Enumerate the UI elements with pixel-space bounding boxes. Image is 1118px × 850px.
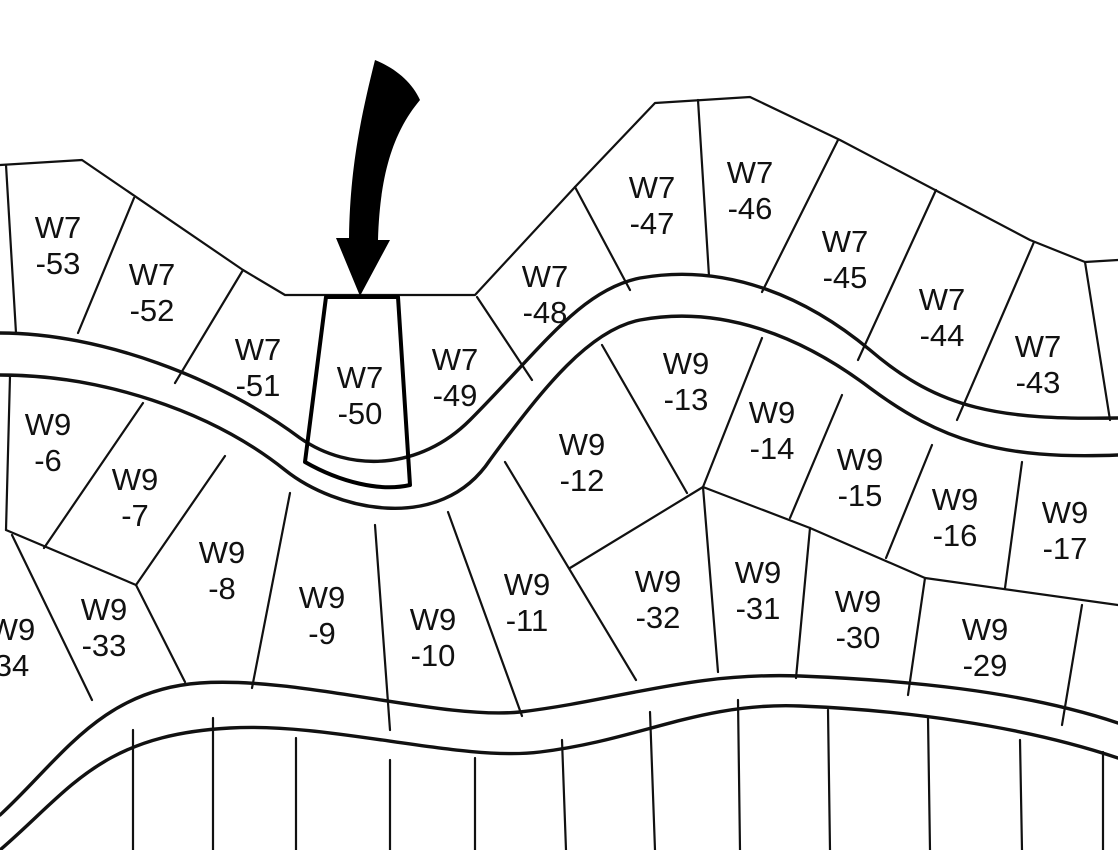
lot-label-w9-30: W9-30 [835,584,882,655]
upper-road-south-edge [0,314,1118,511]
lot-label-w9-29: W9-29 [962,612,1009,683]
lot-label-w9-10: W9-10 [410,602,457,673]
lot-label-w9-16: W9-16 [932,482,979,553]
lot-label-w9-31: W9-31 [735,555,782,626]
upper-road-north-edge [0,272,1118,463]
lot-label-w9-17: W9-17 [1042,495,1089,566]
lower-road-south-edge [0,704,1118,850]
highlighted-lot-outline [303,295,412,490]
lot-label-w7-45: W7-45 [822,224,869,295]
lot-label-w9-9: W9-9 [299,580,346,651]
lot-label-w9-15: W9-15 [837,442,884,513]
lot-label-w7-47: W7-47 [629,170,676,241]
lot-label-w7-51: W7-51 [235,332,282,403]
lot-label-w7-48: W7-48 [522,259,569,330]
w9-lot-lines [4,336,1118,732]
lot-label-w9-14: W9-14 [749,395,796,466]
lot-label-w9-13: W9-13 [663,346,710,417]
lot-label-w7-44: W7-44 [919,282,966,353]
lot-label-w9-33: W9-33 [81,592,128,663]
w10-lot-lines [131,698,1105,850]
lower-road-north-edge [0,673,1118,817]
lot-label-w7-43: W7-43 [1015,329,1062,400]
lot-label-w9-12: W9-12 [559,427,606,498]
lot-label-w7-49: W7-49 [432,342,479,413]
block-boundary-w7 [0,95,1118,297]
lot-label-w9-6: W9-6 [25,407,72,478]
arrow-icon [336,60,420,296]
lot-label-w9-8: W9-8 [199,535,246,606]
lot-label-w7-52: W7-52 [129,257,176,328]
lot-label-w9-7: W9-7 [112,462,159,533]
lot-label-w7-53: W7-53 [35,210,82,281]
lot-label-w7-50: W7-50 [337,360,384,431]
lot-label-w9-32: W9-32 [635,564,682,635]
lot-label-w9-11: W9-11 [504,567,551,638]
w7-lot-lines [4,98,1112,422]
lot-label-w7-46: W7-46 [727,155,774,226]
